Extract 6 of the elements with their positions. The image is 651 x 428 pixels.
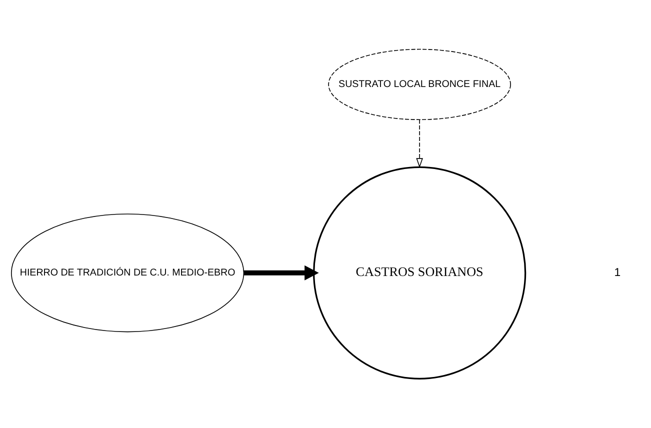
node-ellipse: SUSTRATO LOCAL BRONCE FINAL <box>328 48 511 120</box>
arrow <box>244 265 319 280</box>
arrow <box>416 119 423 168</box>
label: 1 <box>614 266 621 279</box>
node-ellipse: HIERRO DE TRADICIÓN DE C.U. MEDIO-EBRO <box>10 214 244 332</box>
node-circle: CASTROS SORIANOS <box>313 166 526 380</box>
